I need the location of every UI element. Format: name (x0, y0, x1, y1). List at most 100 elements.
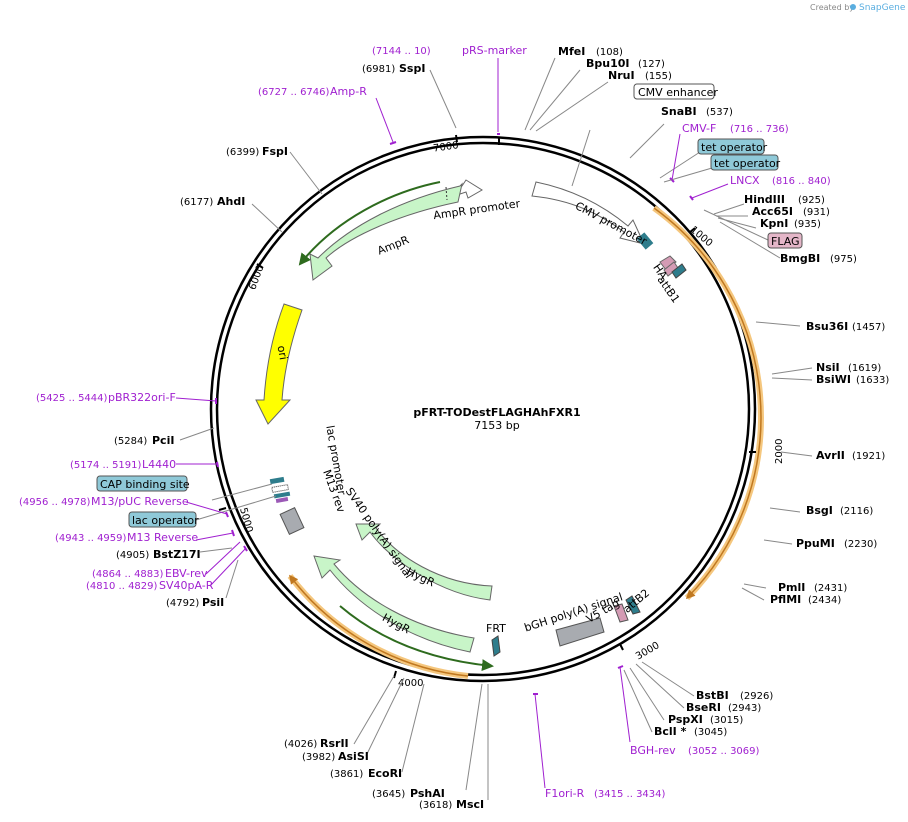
enzyme-pshai: PshAI (410, 787, 445, 800)
lac-promoter-block (271, 484, 289, 493)
primer-prs-marker-pos: (7144 .. 10) (372, 46, 431, 57)
primer-cmv-f: CMV-F (682, 122, 716, 135)
primer-lncx-pos: (816 .. 840) (772, 176, 831, 187)
enzyme-acc65i: Acc65I (752, 205, 793, 218)
svg-text:tet operator: tet operator (714, 157, 781, 170)
enzyme-bmgbi: BmgBI (780, 252, 820, 265)
enzyme-msci: MscI (456, 798, 484, 811)
svg-text:lac operator: lac operator (132, 514, 199, 527)
enzyme-pspxi-pos: (3015) (710, 715, 743, 726)
enzyme-hindiii-pos: (925) (798, 195, 825, 206)
enzyme-bcli-pos: (3045) (694, 727, 727, 738)
enzyme-pshai-pos: (3645) (372, 789, 405, 800)
plasmid-name: pFRT-TODestFLAGHAhFXR1 (413, 406, 580, 419)
feature-label-attb1: attB1 (654, 274, 682, 306)
enzyme-kpni: KpnI (760, 217, 788, 230)
enzyme-fspi-pos: (6399) (226, 147, 259, 158)
enzyme-hindiii: HindIII (744, 193, 785, 206)
cap-binding-block (269, 476, 285, 485)
frt-arrow (491, 635, 501, 657)
enzyme-msci-pos: (3618) (419, 800, 452, 811)
enzyme-rsrii-pos: (4026) (284, 739, 317, 750)
enzyme-ecori-pos: (3861) (330, 769, 363, 780)
primer-f1ori-r: F1ori-R (545, 787, 585, 800)
feature-label-sv40-polya: SV40 poly(A) signal (343, 485, 415, 580)
primer-bgh-rev-pos: (3052 .. 3069) (688, 746, 760, 757)
enzyme-asisi: AsiSI (338, 750, 369, 763)
enzyme-ppumi-pos: (2230) (844, 539, 877, 550)
tick-label-3000: 3000 (634, 640, 662, 662)
primer-pbr322ori-f: pBR322ori-F (108, 391, 176, 404)
primer-lncx: LNCX (730, 174, 760, 187)
credit-brand: SnapGene (859, 3, 906, 13)
enzyme-nrui-pos: (155) (645, 71, 672, 82)
cmv-promoter-arrow (531, 181, 645, 245)
orf-arc-fxr1-line (653, 207, 762, 600)
primer-l4440: L4440 (142, 458, 176, 471)
enzyme-ppumi: PpuMI (796, 537, 835, 550)
enzyme-snabi-pos: (537) (706, 107, 733, 118)
enzyme-bcli: BclI * (654, 725, 687, 738)
enzyme-avrii-pos: (1921) (852, 451, 885, 462)
lac-operator-block (273, 491, 291, 499)
primer-m13-puc-reverse-pos: (4956 .. 4978) (19, 497, 91, 508)
enzyme-pflmi-pos: (2434) (808, 595, 841, 606)
enzyme-psii: PsiI (202, 596, 224, 609)
primer-l4440-pos: (5174 .. 5191) (70, 460, 142, 471)
enzyme-bpu10i-pos: (127) (638, 59, 665, 70)
enzyme-snabi: SnaBI (661, 105, 697, 118)
primer-amp-r: Amp-R (330, 85, 367, 98)
boxed-label-tet-operator-1: tet operator (659, 138, 768, 179)
ampr-orf-line (298, 181, 441, 266)
svg-text:FLAG: FLAG (771, 235, 800, 248)
enzyme-asisi-pos: (3982) (302, 752, 335, 763)
enzyme-bseri: BseRI (686, 701, 721, 714)
enzyme-sspi: SspI (399, 62, 425, 75)
enzyme-bstbi: BstBI (696, 689, 729, 702)
primer-amp-r-pos: (6727 .. 6746) (258, 87, 330, 98)
enzyme-bmgbi-pos: (975) (830, 254, 857, 265)
attb2-arrow (625, 595, 641, 615)
svg-text:CAP binding site: CAP binding site (100, 478, 190, 491)
enzyme-mfei-pos: (108) (596, 47, 623, 58)
backbone-inner (215, 141, 751, 677)
enzyme-nsii-pos: (1619) (848, 363, 881, 374)
feature-label-ampr: AmpR (376, 233, 412, 257)
enzyme-psii-pos: (4792) (166, 598, 199, 609)
ring-ticks (218, 134, 756, 679)
enzyme-kpni-pos: (935) (794, 219, 821, 230)
sv40-polya-box (279, 506, 305, 536)
tick-label-2000: 2000 (774, 439, 785, 464)
enzyme-bsgi-pos: (2116) (840, 506, 873, 517)
enzyme-mfei: MfeI (558, 45, 585, 58)
credit-prefix: Created by (810, 3, 854, 12)
enzyme-rsrii: RsrII (320, 737, 349, 750)
enzyme-ahdi: AhdI (217, 195, 245, 208)
m13-rev-block (275, 496, 289, 504)
enzyme-bseri-pos: (2943) (728, 703, 761, 714)
primer-leader-lines (175, 58, 729, 789)
enzyme-bsiwi: BsiWI (816, 373, 851, 386)
primer-cmv-f-pos: (716 .. 736) (730, 124, 789, 135)
enzyme-leader-lines (179, 57, 813, 800)
enzyme-pspxi: PspXI (668, 713, 703, 726)
primer-f1ori-r-pos: (3415 .. 3434) (594, 789, 666, 800)
enzyme-ecori: EcoRI (368, 767, 402, 780)
enzyme-ahdi-pos: (6177) (180, 197, 213, 208)
v5-tag-arrow (613, 603, 629, 623)
svg-text:tet operator: tet operator (701, 141, 768, 154)
attb1-block (636, 232, 654, 250)
enzyme-bsiwi-pos: (1633) (856, 375, 889, 386)
enzyme-pcii: PciI (152, 434, 174, 447)
primer-m13-reverse-pos: (4943 .. 4959) (55, 533, 127, 544)
enzyme-pcii-pos: (5284) (114, 436, 147, 447)
feature-label-ori: ori (275, 345, 290, 361)
backbone-outer (209, 135, 757, 683)
enzyme-bpu10i: Bpu10I (586, 57, 630, 70)
primer-ebv-rev-pos: (4864 .. 4883) (92, 569, 164, 580)
tick-label-7000: 7000 (433, 140, 460, 154)
primer-ebv-rev: EBV-rev (165, 567, 208, 580)
ha-tag-arrow (659, 255, 677, 271)
enzyme-bstz17i: BstZ17I (153, 548, 201, 561)
primer-sv40pa-r-pos: (4810 .. 4829) (86, 581, 158, 592)
